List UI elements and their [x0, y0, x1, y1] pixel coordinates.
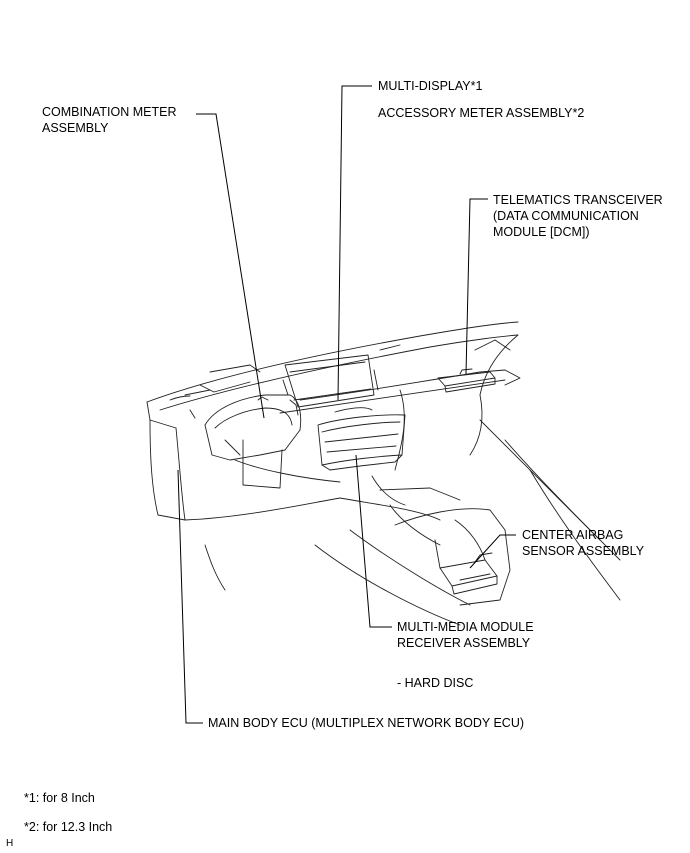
note-8-inch: *1: for 8 Inch: [24, 791, 95, 805]
leader-multimedia: [355, 454, 392, 628]
label-center-airbag: CENTER AIRBAG SENSOR ASSEMBLY: [522, 528, 645, 558]
leader-telematics: [465, 198, 488, 375]
leader-multi-display: [337, 85, 372, 401]
leader-lines: [177, 85, 516, 724]
center-airbag-sensor-shape: [439, 552, 498, 595]
dashboard-body: [146, 321, 621, 626]
label-accessory-meter: ACCESSORY METER ASSEMBLY*2: [378, 106, 585, 120]
label-multi-display: MULTI-DISPLAY*1: [378, 79, 483, 93]
label-combination-meter: COMBINATION METER ASSEMBLY: [42, 105, 177, 135]
corner-mark: H: [6, 838, 14, 849]
label-hard-disc: - HARD DISC: [397, 676, 474, 690]
multimedia-receiver-shape: [317, 407, 406, 471]
label-main-body-ecu: MAIN BODY ECU (MULTIPLEX NETWORK BODY EC…: [208, 716, 525, 730]
label-multimedia: MULTI-MEDIA MODULE RECEIVER ASSEMBLY: [397, 620, 534, 650]
leader-center-airbag: [469, 534, 516, 569]
combination-meter-shape: [204, 394, 302, 461]
telematics-transceiver-shape: [437, 368, 496, 393]
note-12-inch: *2: for 12.3 Inch: [24, 820, 113, 834]
console-shape: [394, 508, 511, 606]
leader-combination-meter: [196, 113, 265, 419]
leader-main-body-ecu: [177, 469, 203, 724]
multi-display-shape: [282, 354, 379, 408]
label-telematics: TELEMATICS TRANSCEIVER (DATA COMMUNICATI…: [493, 193, 663, 239]
